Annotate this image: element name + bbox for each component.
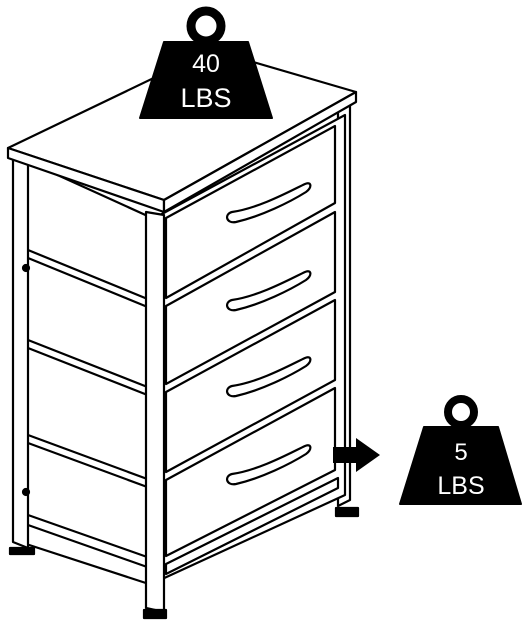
left-side-bottom-rail-b bbox=[26, 523, 152, 570]
left-side-rail-1 bbox=[26, 248, 152, 302]
side-screw-bottom bbox=[21, 487, 31, 497]
side-weight: 5 LBS bbox=[399, 395, 522, 505]
kettlebell-weight-icon bbox=[139, 6, 273, 119]
left-side-rail-2 bbox=[26, 338, 152, 390]
left-side-rail-3 bbox=[26, 433, 152, 482]
corner-post bbox=[144, 210, 166, 614]
left-side-rail-3b bbox=[26, 441, 152, 490]
drawer-handle-4 bbox=[226, 444, 312, 486]
left-side-rail-1b bbox=[26, 256, 152, 310]
left-side-rail-2b bbox=[26, 346, 152, 398]
side-weight-value: 5 bbox=[454, 439, 467, 466]
arrow-right-icon bbox=[333, 438, 380, 472]
top-weight-value: 40 bbox=[192, 50, 220, 78]
dresser bbox=[6, 48, 360, 620]
top-board-edge-right bbox=[162, 90, 358, 214]
foot-left bbox=[8, 546, 36, 556]
kettlebell-weight-icon bbox=[399, 395, 522, 505]
drawer-handle-1 bbox=[226, 182, 312, 224]
front-bottom-rail bbox=[164, 476, 340, 576]
left-side-bottom-rail bbox=[26, 513, 152, 560]
side-screw-top bbox=[21, 263, 31, 273]
top-weight: 40 LBS bbox=[139, 6, 273, 119]
side-weight-unit: LBS bbox=[437, 472, 484, 500]
foot-middle bbox=[142, 608, 168, 620]
top-weight-unit: LBS bbox=[180, 83, 231, 113]
drawer-handle-3 bbox=[226, 356, 312, 398]
drawer-handle-2 bbox=[226, 270, 312, 312]
foot-right bbox=[334, 506, 360, 518]
